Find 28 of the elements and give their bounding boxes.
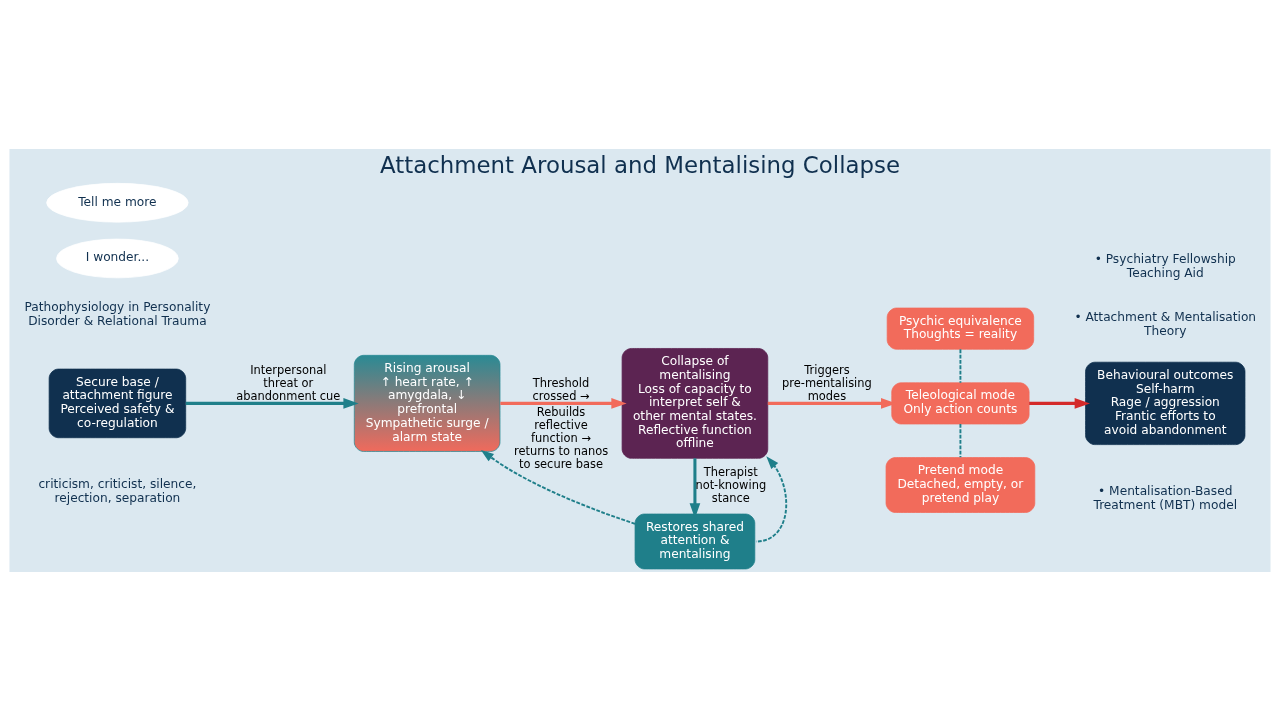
node-ellipse: I wonder... xyxy=(56,238,179,278)
label: • Mentalisation-Based Treatment (MBT) model xyxy=(1093,483,1238,512)
node-box: Pretend mode Detached, empty, or pretend play xyxy=(885,456,1036,513)
node-box: Behavioural outcomes Self-harm Rage / aggression Frantic efforts to avoid abandonment xyxy=(1085,361,1246,445)
node-box: Collapse of mentalising Loss of capacity to interpret self & other mental states. Reflective function offline xyxy=(621,347,769,459)
label: • Psychiatry Fellowship Teaching Aid xyxy=(1094,251,1236,280)
edge-label: Rebuilds reflective function → returns to nanos to secure base xyxy=(513,404,609,471)
node-ellipse: Tell me more xyxy=(46,182,189,222)
node-box: Rising arousal ↑ heart rate, ↑ amygdala, ↓ prefrontal Sympathetic surge / alarm state xyxy=(353,354,501,452)
arrow xyxy=(185,397,359,409)
label: • Attachment & Mentalisation Theory xyxy=(1074,309,1257,338)
connector xyxy=(959,347,962,384)
node-box: Restores shared attention & mentalising xyxy=(634,513,756,569)
label: criticism, criticist, silence, rejection, separation xyxy=(38,476,197,505)
edge-label: Therapist not-knowing stance xyxy=(695,464,767,505)
node-box: Psychic equivalence Thoughts = reality xyxy=(886,307,1035,350)
diagram-title: Attachment Arousal and Mentalising Collapse xyxy=(379,151,901,178)
connector xyxy=(959,422,962,458)
label: Pathophysiology in Personality Disorder & Relational Trauma xyxy=(24,299,211,328)
arrow xyxy=(480,449,636,525)
arrow xyxy=(755,455,788,542)
node-box: Teleological mode Only action counts xyxy=(891,381,1030,424)
arrow xyxy=(500,397,627,409)
edge-label: Triggers pre-mentalising modes xyxy=(782,362,872,403)
arrow xyxy=(1029,397,1090,409)
edge-label: Interpersonal threat or abandonment cue xyxy=(236,362,341,403)
node-box: Secure base / attachment figure Perceived safety & co-regulation xyxy=(48,368,187,438)
edge-label: Threshold crossed → xyxy=(532,375,590,403)
